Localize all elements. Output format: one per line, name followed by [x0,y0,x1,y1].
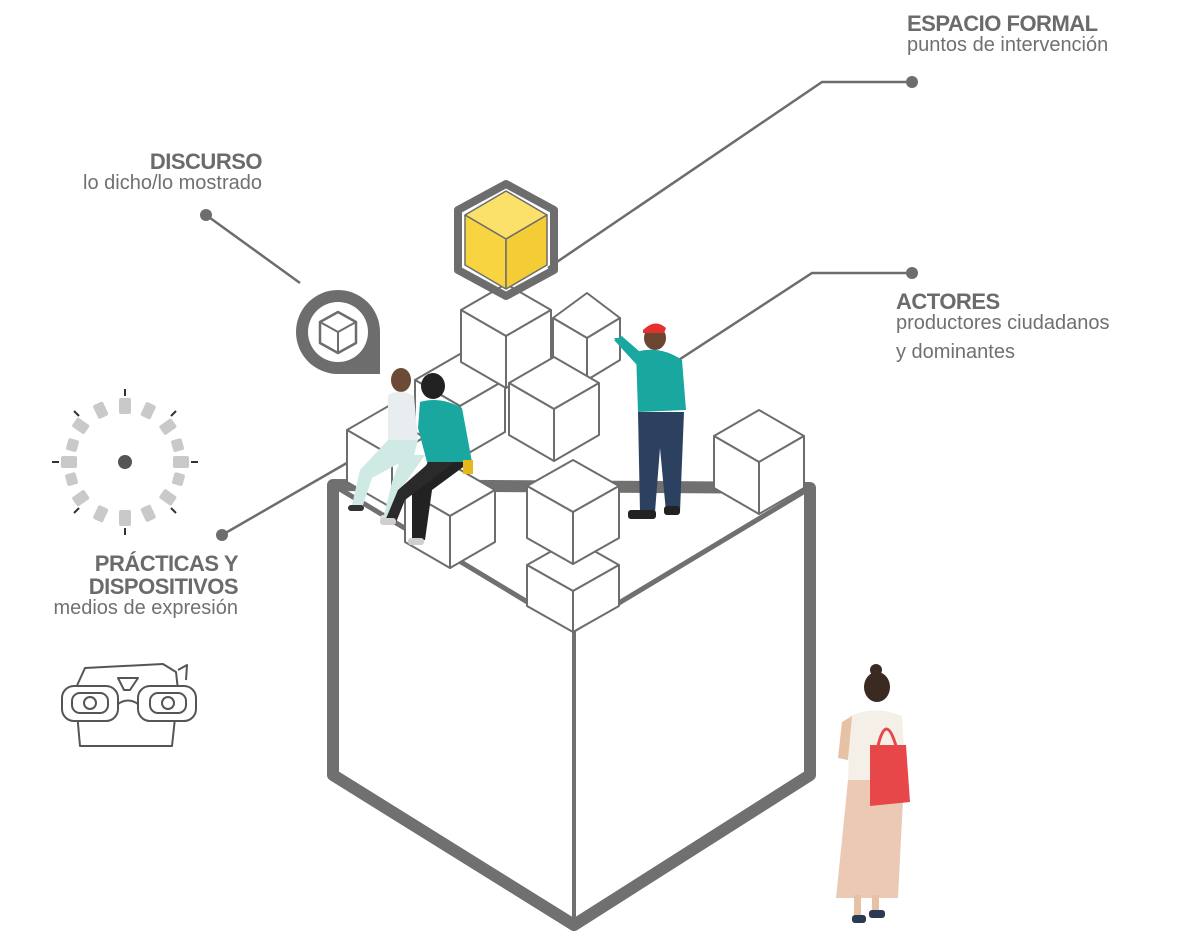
label-practicas: PRÁCTICAS Y DISPOSITIVOS medios de expre… [10,552,238,619]
highlight-cube [454,180,558,300]
small-cube [713,409,805,515]
label-title: ACTORES [896,289,1000,314]
person-standing-woman [836,664,910,923]
person-seated-teal [380,373,473,545]
small-cube [526,459,620,565]
label-title: ESPACIO FORMAL [907,11,1098,36]
leader-dots [200,76,918,541]
small-cube [460,283,552,389]
label-subtitle-line1: productores ciudadanos [896,312,1110,335]
label-title-line2: DISPOSITIVOS [88,574,239,600]
loading-spinner-icon [52,389,198,535]
small-cube [508,356,600,462]
label-subtitle: medios de expresión [53,597,238,620]
label-actores: ACTORES productores ciudadanos y dominan… [896,290,1109,363]
label-subtitle: puntos de intervención [907,34,1109,57]
label-espacio-formal: ESPACIO FORMAL puntos de intervención [907,12,1108,56]
viewmaster-icon [61,663,197,747]
label-title-line1: PRÁCTICAS Y [94,551,239,576]
leader-lines [205,80,912,537]
label-title: DISCURSO [149,149,263,174]
person-standing-man [614,323,686,519]
map-pin-cube-icon [296,290,380,374]
label-discurso: DISCURSO lo dicho/lo mostrado [44,150,262,194]
label-subtitle: lo dicho/lo mostrado [83,172,262,195]
label-subtitle-line2: y dominantes [896,341,1015,364]
small-cube [552,292,621,381]
